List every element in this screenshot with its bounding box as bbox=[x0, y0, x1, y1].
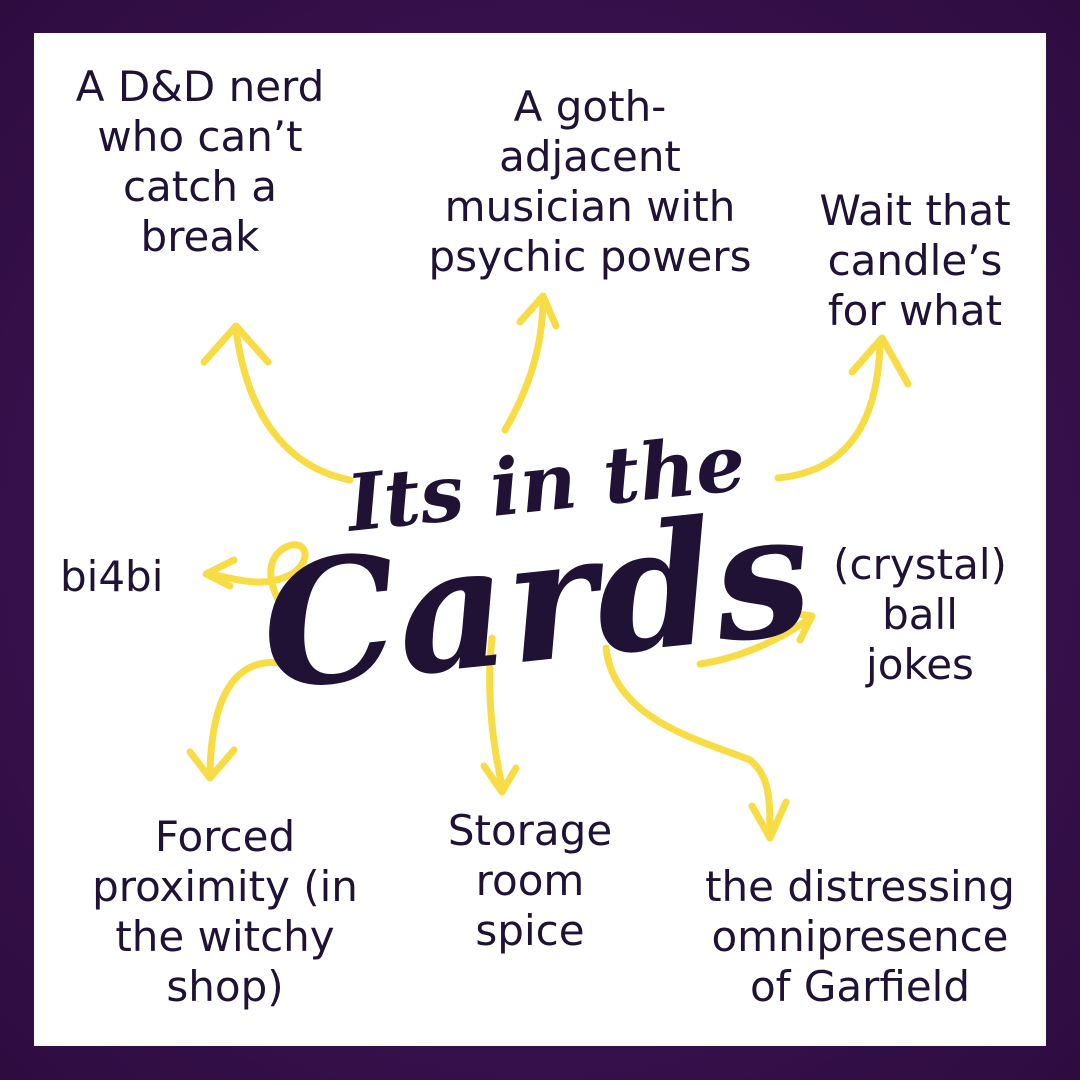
arrowhead-garfield bbox=[748, 798, 790, 842]
arrow-to-candle bbox=[774, 338, 884, 482]
trope-storage-room-spice: Storage room spice bbox=[447, 806, 613, 955]
trope-garfield: the distressing omnipresence of Garfield bbox=[705, 862, 1015, 1011]
arrowhead-goth-musician bbox=[516, 292, 560, 330]
trope-crystal-ball-jokes: (crystal) ball jokes bbox=[833, 540, 1007, 689]
white-card-background bbox=[34, 33, 1046, 1046]
arrow-to-crystal-ball bbox=[696, 614, 814, 668]
trope-candle: Wait that candle’s for what bbox=[819, 186, 1011, 335]
trope-goth-musician: A goth- adjacent musician with psychic p… bbox=[428, 82, 752, 281]
arrow-to-storage-room bbox=[486, 634, 506, 790]
arrowhead-candle bbox=[848, 334, 912, 388]
arrow-to-bi4bi bbox=[204, 541, 309, 622]
arrowhead-dnd-nerd bbox=[200, 322, 272, 366]
arrowhead-crystal-ball bbox=[778, 608, 816, 644]
arrow-to-goth-musician bbox=[501, 298, 547, 434]
arrowhead-bi4bi bbox=[202, 556, 238, 590]
trope-forced-proximity: Forced proximity (in the witchy shop) bbox=[92, 812, 358, 1011]
arrow-to-garfield bbox=[602, 644, 774, 840]
trope-bi4bi: bi4bi bbox=[60, 552, 164, 601]
trope-dnd-nerd: A D&D nerd who can’t catch a break bbox=[75, 62, 325, 261]
arrowhead-forced-proximity bbox=[186, 746, 238, 782]
arrowhead-storage-room bbox=[480, 762, 520, 796]
arrow-to-forced-proximity bbox=[206, 659, 290, 776]
title-line-2: Cards bbox=[252, 473, 820, 729]
arrow-to-dnd-nerd bbox=[232, 326, 354, 484]
